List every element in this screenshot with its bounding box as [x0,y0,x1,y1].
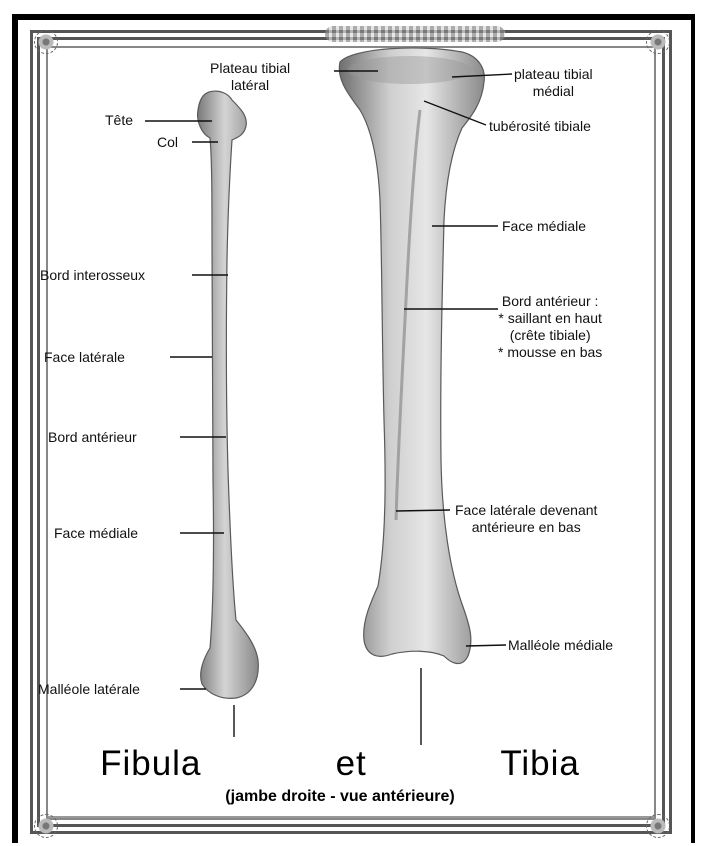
label-line: latéral [210,77,290,94]
label-line: (crête tibiale) [498,327,602,344]
label-face-laterale-tibia: Face latérale devenant antérieure en bas [455,502,597,536]
label-face-mediale-tibia: Face médiale [502,218,586,235]
label-line: plateau tibial [514,66,593,83]
label-tuberosite: tubérosité tibiale [489,118,591,135]
label-plateau-medial: plateau tibial médial [514,66,593,100]
label-plateau-lateral: Plateau tibial latéral [210,60,290,94]
label-line: médial [514,83,593,100]
tibial-plateau [348,56,472,84]
diagram-subtitle: (jambe droite - vue antérieure) [0,788,680,806]
label-bord-anterieur-tibia: Bord antérieur : * saillant en haut (crê… [498,293,602,361]
label-malleole-laterale: Malléole latérale [38,681,140,698]
tibia-bone [339,48,484,664]
label-line: * saillant en haut [498,310,602,327]
label-line: Bord antérieur : [498,293,602,310]
fibula-bone [198,91,259,698]
label-line: Face latérale devenant [455,502,597,519]
label-line: antérieure en bas [455,519,597,536]
label-line: * mousse en bas [498,344,602,361]
label-line: Plateau tibial [210,60,290,77]
label-bord-interosseux: Bord interosseux [40,267,145,284]
label-malleole-mediale: Malléole médiale [508,637,613,654]
label-face-mediale-fibula: Face médiale [54,525,138,542]
label-col: Col [157,134,178,151]
label-tete: Tête [105,112,133,129]
diagram-title: Fibula et Tibia [0,744,680,784]
label-bord-anterieur-fibula: Bord antérieur [48,429,137,446]
label-face-laterale-fibula: Face latérale [44,349,125,366]
